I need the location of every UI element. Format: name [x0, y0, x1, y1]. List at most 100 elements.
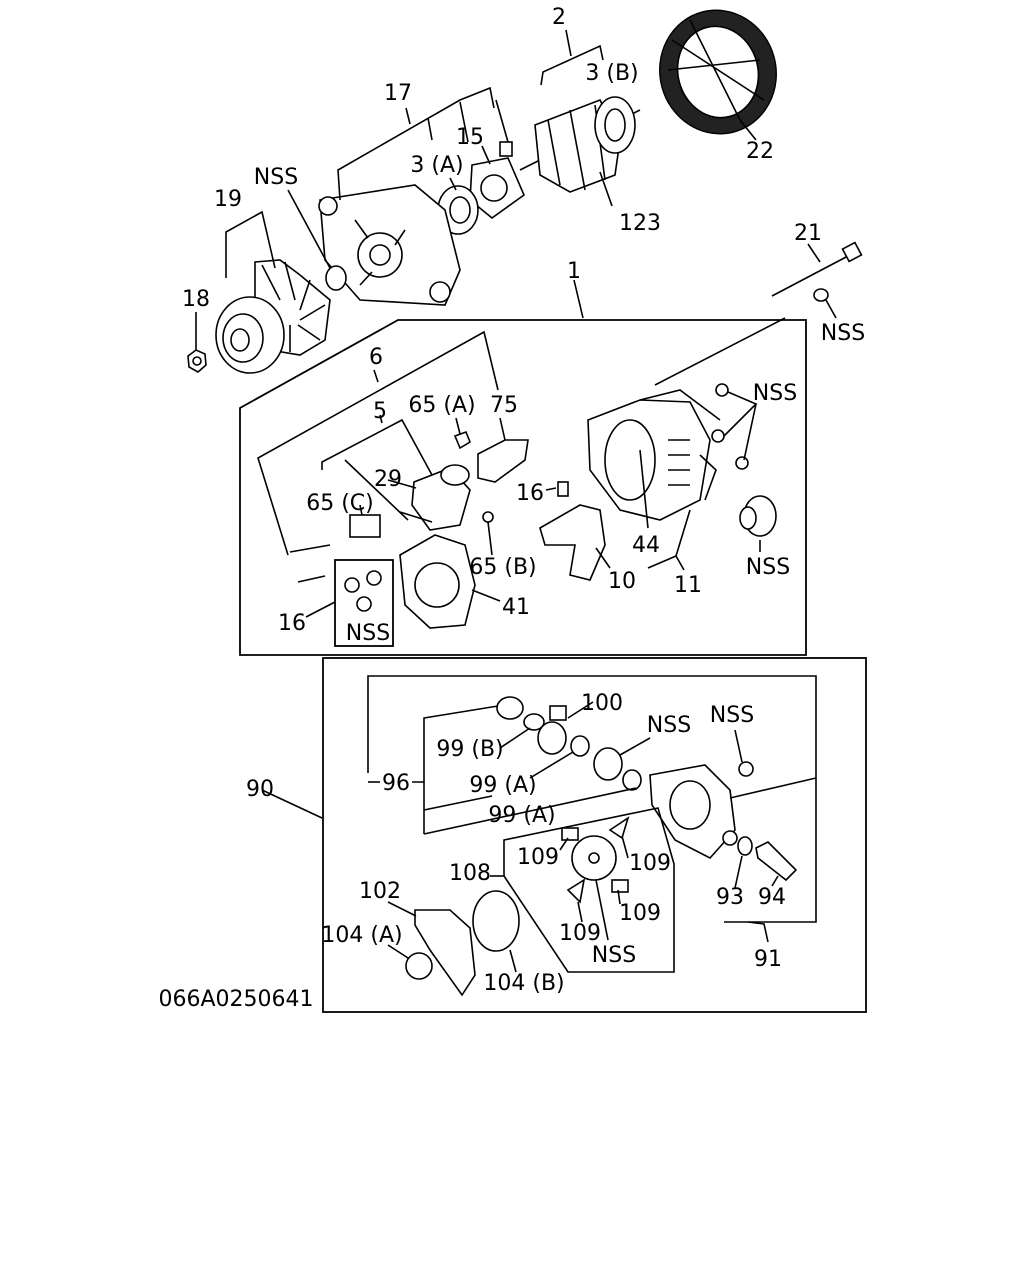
ring-part-99b: [523, 713, 545, 731]
label-109-bottom-left: 109: [559, 921, 601, 946]
label-6: 6: [369, 345, 383, 370]
label-99a-lower: 99 (A): [488, 803, 555, 828]
label-65b: 65 (B): [469, 555, 536, 580]
label-10: 10: [608, 569, 636, 594]
label-65a: 65 (A): [408, 393, 475, 418]
label-29: 29: [374, 467, 402, 492]
assembly-1-frame: [239, 319, 807, 656]
bolt-16-b: [297, 575, 326, 583]
label-11: 11: [674, 573, 702, 598]
clip-part-16a: [557, 481, 569, 497]
nut-nss-b: [711, 429, 725, 443]
leader-lines: [195, 29, 837, 973]
nut-nss-90: [738, 761, 754, 777]
nut-nss-21: [813, 288, 829, 302]
label-44: 44: [632, 533, 660, 558]
bolt-16-a: [289, 544, 331, 553]
rear-housing-part-11: [587, 389, 721, 521]
front-housing-part-17: [318, 184, 461, 306]
label-nss-bolt-nut: NSS: [821, 321, 865, 346]
label-16-clip: 16: [516, 481, 544, 506]
nut-part-18: [187, 349, 207, 373]
label-15: 15: [456, 125, 484, 150]
label-109-top-right: 109: [629, 851, 671, 876]
label-99a-upper: 99 (A): [469, 773, 536, 798]
label-18: 18: [182, 287, 210, 312]
spacer-nss: [325, 265, 347, 291]
nut-nss-c: [735, 456, 749, 470]
rectifier-part-10: [539, 504, 606, 581]
label-nss-nuts: NSS: [753, 381, 797, 406]
brush-holder-nss: [571, 835, 617, 881]
label-75: 75: [490, 393, 518, 418]
cap-part-96: [496, 696, 524, 720]
label-108: 108: [449, 861, 491, 886]
label-3b: 3 (B): [585, 61, 638, 86]
nss-bolt-box: [334, 559, 394, 647]
plate-part-102: [414, 909, 476, 997]
label-nss-90-bushing: NSS: [647, 713, 691, 738]
label-nss-screws: NSS: [346, 621, 390, 646]
ring-part-99a1: [570, 735, 590, 757]
screw-nss-a: [344, 577, 360, 593]
label-109-bottom-right: 109: [619, 901, 661, 926]
label-nss-90-nut: NSS: [710, 703, 754, 728]
label-41: 41: [502, 595, 530, 620]
label-2: 2: [552, 5, 566, 30]
label-104a: 104 (A): [321, 923, 402, 948]
label-3a: 3 (A): [410, 153, 463, 178]
regulator-part-29: [411, 464, 471, 531]
label-19: 19: [214, 187, 242, 212]
label-5: 5: [373, 399, 387, 424]
sleeve-part-100: [537, 705, 567, 755]
label-109-top-left: 109: [517, 845, 559, 870]
spring-part-109d: [566, 878, 586, 904]
spring-part-109b: [608, 816, 630, 840]
ring-part-99a2: [622, 769, 642, 791]
oring-part-104a: [405, 952, 433, 980]
label-104b: 104 (B): [483, 971, 564, 996]
label-21: 21: [794, 221, 822, 246]
washer-part-93: [737, 836, 753, 856]
brush-part-109c: [611, 879, 629, 893]
plate-part-15: [469, 141, 525, 220]
label-90: 90: [246, 777, 274, 802]
connector-part-65c: [349, 514, 381, 538]
bushing-nss-90: [593, 747, 623, 781]
pin-part-94: [755, 841, 798, 882]
label-nss-brush-holder: NSS: [592, 943, 636, 968]
label-100: 100: [581, 691, 623, 716]
bolt-part-65a: [453, 430, 471, 450]
label-17: 17: [384, 81, 412, 106]
screw-nss-b: [366, 570, 382, 586]
diagram-id: 066A0250641: [158, 987, 313, 1012]
assembly-90-frame: [322, 657, 867, 1013]
label-102: 102: [359, 879, 401, 904]
label-nss-bushing: NSS: [746, 555, 790, 580]
label-96: 96: [382, 771, 410, 796]
label-93: 93: [716, 885, 744, 910]
rotor-part-123: [519, 96, 641, 193]
nut-nss-a: [715, 383, 729, 397]
label-65c: 65 (C): [306, 491, 374, 516]
through-bolt-part-21: [771, 241, 863, 297]
insulator-part-41: [399, 534, 476, 629]
screw-part-65b: [482, 511, 494, 523]
label-94: 94: [758, 885, 786, 910]
oring-part-104b: [472, 890, 520, 952]
end-cover-part-91: [649, 764, 738, 859]
label-16-bolts: 16: [278, 611, 306, 636]
screw-nss-c: [356, 596, 372, 612]
pulley: [215, 296, 285, 374]
stator-part-22: [659, 9, 777, 135]
bracket-part-75: [477, 439, 529, 483]
label-nss-spacer: NSS: [254, 165, 298, 190]
brush-part-109a: [561, 827, 579, 841]
label-91: 91: [754, 947, 782, 972]
label-22: 22: [746, 139, 774, 164]
label-99b: 99 (B): [436, 737, 503, 762]
bushing-nss: [739, 495, 777, 537]
label-123: 123: [619, 211, 661, 236]
label-1: 1: [567, 259, 581, 284]
